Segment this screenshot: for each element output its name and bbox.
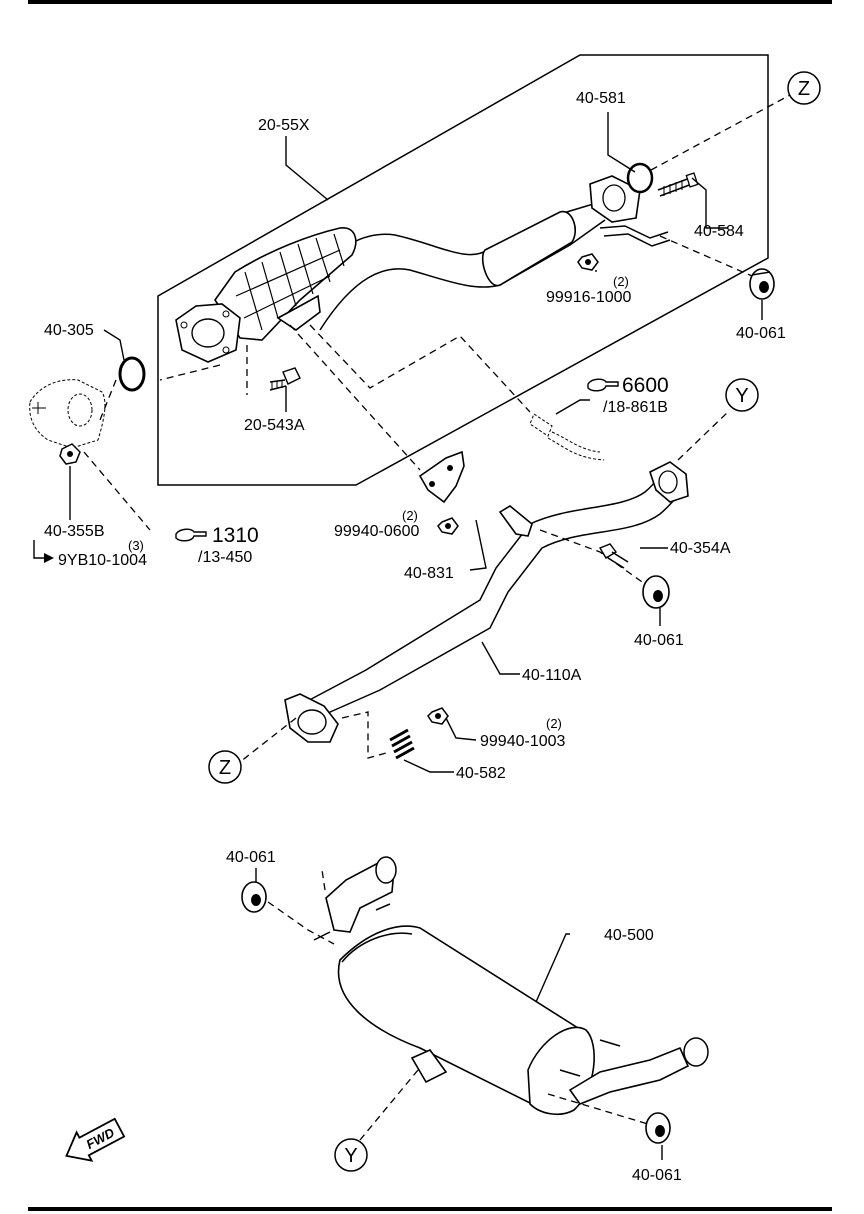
pointing-hand-icon <box>175 528 207 542</box>
inlet-flange-hole <box>191 318 225 348</box>
qty-9yb10-1004: (3) <box>128 538 144 553</box>
exhaust-manifold <box>29 379 106 449</box>
callout-z-top[interactable]: Z <box>787 71 821 105</box>
label-99940-1003[interactable]: 99940-1003 <box>480 733 566 750</box>
svg-text:Y: Y <box>344 1145 357 1167</box>
label-20-543a[interactable]: 20-543A <box>244 417 305 434</box>
label-40-110a[interactable]: 40-110A <box>522 667 582 684</box>
bottom-border <box>28 1207 832 1211</box>
label-40-354a[interactable]: 40-354A <box>670 540 731 557</box>
label-40-500[interactable]: 40-500 <box>604 927 654 944</box>
bolt-20-543a[interactable] <box>269 367 301 391</box>
ref-1310[interactable]: 1310 <box>212 524 259 547</box>
label-40-061-lower-right[interactable]: 40-061 <box>632 1167 682 1184</box>
label-40-581[interactable]: 40-581 <box>576 90 626 107</box>
callout-z-low[interactable]: Z <box>208 750 242 784</box>
hanger-rubber-40-061-mid[interactable] <box>642 575 670 609</box>
nut-99940-0600[interactable] <box>437 517 459 535</box>
nut-99916-1000[interactable] <box>577 253 599 271</box>
label-99916-1000[interactable]: 99916-1000 <box>546 289 632 306</box>
ref-6600-sub: /18-861B <box>603 399 668 416</box>
ref-6600[interactable]: 6600 <box>622 374 669 397</box>
connection-lines <box>83 94 791 1141</box>
oxygen-sensor <box>529 413 605 461</box>
label-20-55x[interactable]: 20-55X <box>258 117 310 134</box>
svg-text:Z: Z <box>798 78 810 100</box>
pointing-hand-icon <box>587 378 619 392</box>
label-40-305[interactable]: 40-305 <box>44 322 94 339</box>
label-99940-0600[interactable]: 99940-0600 <box>334 523 420 540</box>
callout-y-bottom[interactable]: Y <box>334 1138 368 1172</box>
callout-y-mid[interactable]: Y <box>725 378 759 412</box>
spring-40-582[interactable] <box>389 728 415 760</box>
label-40-061-top[interactable]: 40-061 <box>736 325 786 342</box>
leader-lines <box>33 112 763 1160</box>
nut-99940-1003[interactable] <box>427 707 449 725</box>
hanger-rubber-40-061-upper-left[interactable] <box>241 881 267 913</box>
front-pipe-catalyst[interactable] <box>175 175 671 363</box>
label-40-061-mid[interactable]: 40-061 <box>634 632 684 649</box>
bracket-40-831[interactable] <box>418 450 465 504</box>
heat-shield-ribs <box>235 233 345 331</box>
qty-99916-1000: (2) <box>613 274 629 289</box>
gasket-40-305[interactable] <box>118 356 146 392</box>
gasket-40-581[interactable] <box>626 162 654 194</box>
label-40-584[interactable]: 40-584 <box>694 223 744 240</box>
main-silencer-40-500[interactable] <box>313 856 709 1116</box>
qty-99940-0600: (2) <box>402 508 418 523</box>
hanger-rubber-40-061-lower-right[interactable] <box>645 1112 671 1144</box>
hanger-rubber-40-061-top[interactable] <box>749 268 775 300</box>
label-9yb10-1004[interactable]: 9YB10-1004 <box>58 552 147 569</box>
svg-text:Z: Z <box>219 757 231 779</box>
top-border <box>28 0 832 4</box>
bolt-40-354a[interactable] <box>598 543 629 569</box>
leader-arrowhead <box>44 553 54 563</box>
label-40-582[interactable]: 40-582 <box>456 765 506 782</box>
assembly-group-outline <box>157 54 769 486</box>
center-pipe-40-110a[interactable] <box>284 461 689 743</box>
nut-40-355b[interactable] <box>59 443 81 465</box>
label-40-831[interactable]: 40-831 <box>404 565 454 582</box>
label-40-355b[interactable]: 40-355B <box>44 523 105 540</box>
stud-bolt-40-584[interactable] <box>657 172 699 197</box>
label-40-061-upper-left[interactable]: 40-061 <box>226 849 276 866</box>
ref-1310-sub: /13-450 <box>198 549 252 566</box>
qty-99940-1003: (2) <box>546 716 562 731</box>
fwd-arrow-icon: FWD <box>65 1117 126 1162</box>
svg-text:Y: Y <box>735 385 748 407</box>
